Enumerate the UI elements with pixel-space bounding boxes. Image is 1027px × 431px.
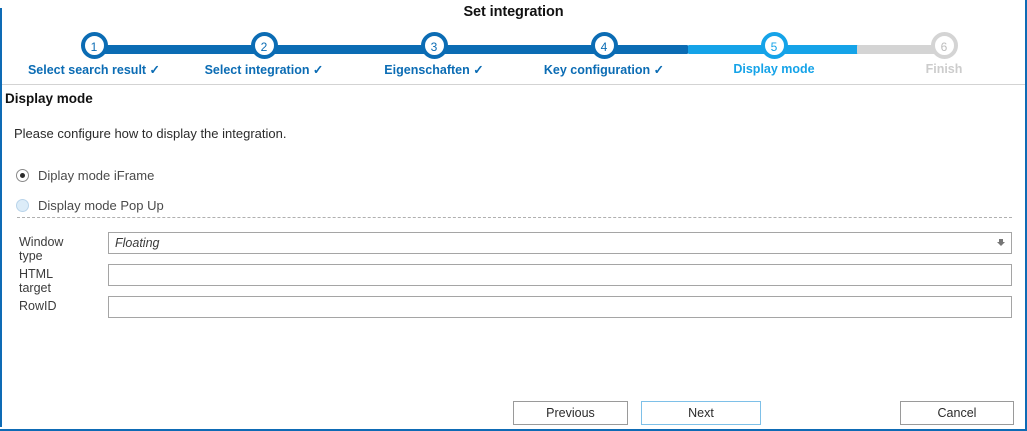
wizard-step-4-label: Key configuration ✓	[543, 63, 665, 77]
window-border-left	[0, 8, 2, 427]
field-rowid-label: RowID	[19, 299, 57, 313]
section-divider	[17, 217, 1012, 218]
page-title: Set integration	[463, 4, 564, 20]
chevron-down-icon[interactable]	[997, 239, 1005, 246]
wizard-step-5-number: 5	[760, 32, 788, 59]
window-type-value: Floating	[115, 236, 160, 250]
wizard-step-2-number: 2	[250, 32, 278, 59]
html-target-input[interactable]	[108, 264, 1012, 286]
previous-button[interactable]: Previous	[513, 401, 628, 425]
next-button[interactable]: Next	[641, 401, 761, 425]
radio-iframe-indicator[interactable]	[16, 168, 29, 182]
wizard-step-2[interactable]: 2 Select integration ✓	[184, 28, 344, 77]
wizard-step-5[interactable]: 5 Display mode	[694, 28, 854, 76]
wizard-step-6-label: Finish	[925, 62, 963, 76]
wizard-step-4[interactable]: 4 Key configuration ✓	[524, 28, 684, 77]
radio-iframe-label: Diplay mode iFrame	[38, 167, 155, 183]
wizard-step-3-label: Eigenschaften ✓	[384, 63, 484, 77]
wizard-step-2-label: Select integration ✓	[204, 63, 324, 77]
field-window-type-label: Window type	[19, 235, 64, 263]
window-border-right	[1025, 0, 1027, 429]
field-html-target-label: HTML target	[19, 267, 53, 295]
radio-popup-indicator[interactable]	[16, 198, 29, 212]
section-title: Display mode	[5, 91, 93, 106]
wizard-step-3-number: 3	[420, 32, 448, 59]
radio-option-iframe[interactable]: Diplay mode iFrame	[16, 165, 154, 185]
radio-option-popup[interactable]: Display mode Pop Up	[16, 195, 164, 215]
wizard-step-6[interactable]: 6 Finish	[864, 28, 1024, 76]
wizard-step-6-number: 6	[930, 32, 958, 59]
wizard-step-3[interactable]: 3 Eigenschaften ✓	[354, 28, 514, 77]
wizard-step-4-number: 4	[590, 32, 618, 59]
wizard-header: Set integration 1 Select search result ✓…	[2, 0, 1025, 85]
wizard-content: Display mode Please configure how to dis…	[2, 85, 1025, 429]
rowid-input[interactable]	[108, 296, 1012, 318]
wizard-step-1-number: 1	[80, 32, 108, 59]
window-border-top-right	[1025, 0, 1027, 8]
window-type-select[interactable]: Floating	[108, 232, 1012, 254]
wizard-step-1-label: Select search result ✓	[27, 63, 161, 77]
wizard-step-1[interactable]: 1 Select search result ✓	[14, 28, 174, 77]
instruction-text: Please configure how to display the inte…	[14, 126, 287, 141]
wizard-step-5-label: Display mode	[733, 62, 815, 76]
wizard-progress: 1 Select search result ✓ 2 Select integr…	[2, 28, 1025, 84]
radio-popup-label: Display mode Pop Up	[38, 197, 164, 213]
progress-track-completed	[90, 45, 688, 54]
window-border-bottom	[0, 429, 1027, 431]
progress-track-remaining	[857, 45, 943, 54]
cancel-button[interactable]: Cancel	[900, 401, 1014, 425]
